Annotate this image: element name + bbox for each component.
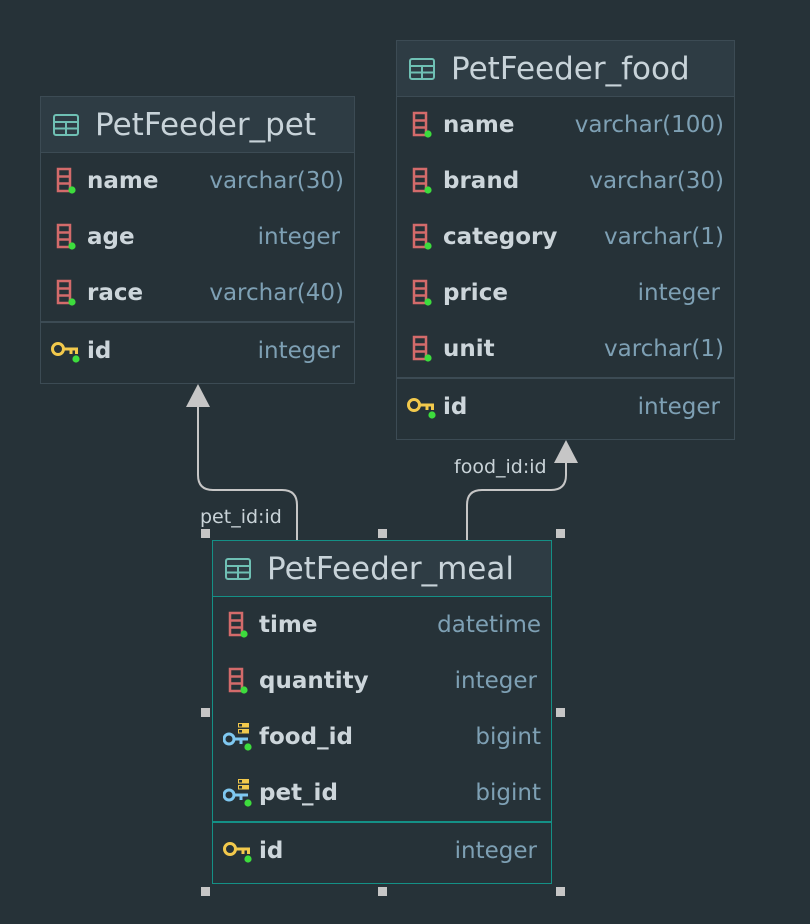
column-icon (407, 110, 437, 140)
column-icon (407, 334, 437, 364)
resize-handle-top-left[interactable] (201, 529, 210, 538)
column-name: unit (443, 336, 495, 362)
column-row[interactable]: quantity integer (213, 653, 551, 709)
column-name: race (87, 280, 144, 306)
table-header[interactable]: PetFeeder_meal (213, 541, 551, 597)
column-type: varchar(30) (209, 168, 344, 194)
primary-key-icon (407, 392, 437, 422)
resize-handle-bottom-right[interactable] (556, 887, 565, 896)
column-row[interactable]: unit varchar(1) (397, 321, 734, 377)
column-icon (223, 666, 253, 696)
table-petfeeder-pet[interactable]: PetFeeder_pet name varchar(30) age integ… (40, 96, 355, 384)
column-type: varchar(40) (209, 280, 344, 306)
column-icon (407, 166, 437, 196)
column-name: id (87, 338, 112, 364)
column-row[interactable]: price integer (397, 265, 734, 321)
column-type: varchar(1) (603, 336, 724, 362)
relation-label-pet: pet_id:id (200, 506, 282, 528)
table-petfeeder-meal[interactable]: PetFeeder_meal time datetime quantity in… (212, 540, 552, 884)
relation-pet-arrowhead (186, 384, 210, 407)
column-row[interactable]: time datetime (213, 597, 551, 653)
primary-key-row[interactable]: id integer (397, 379, 734, 435)
column-type: varchar(1) (603, 224, 724, 250)
foreign-key-icon (223, 778, 253, 808)
primary-key-row[interactable]: id integer (41, 323, 354, 379)
column-name: name (87, 168, 159, 194)
column-icon (51, 222, 81, 252)
table-title: PetFeeder_food (451, 50, 690, 87)
column-row[interactable]: age integer (41, 209, 354, 265)
keys-divider (41, 321, 354, 323)
foreign-key-row[interactable]: food_id bigint (213, 709, 551, 765)
resize-handle-top-right[interactable] (556, 529, 565, 538)
column-icon (407, 222, 437, 252)
column-type: integer (257, 224, 340, 250)
column-type: integer (637, 280, 720, 306)
foreign-key-icon (223, 722, 253, 752)
relation-food-arrowhead (554, 440, 578, 463)
relation-label-food: food_id:id (454, 456, 547, 478)
column-row[interactable]: race varchar(40) (41, 265, 354, 321)
table-title: PetFeeder_pet (95, 106, 316, 143)
relation-pet-link[interactable] (197, 405, 298, 540)
primary-key-icon (223, 836, 253, 866)
resize-handle-right[interactable] (556, 708, 565, 717)
resize-handle-top[interactable] (378, 529, 387, 538)
column-type: bigint (475, 780, 541, 806)
resize-handle-left[interactable] (201, 708, 210, 717)
column-row[interactable]: name varchar(30) (41, 153, 354, 209)
table-grid-icon (53, 113, 79, 136)
column-name: id (259, 838, 284, 864)
resize-handle-bottom[interactable] (378, 887, 387, 896)
column-name: price (443, 280, 508, 306)
column-name: id (443, 394, 468, 420)
column-name: quantity (259, 668, 369, 694)
keys-divider (213, 821, 551, 823)
column-icon (51, 278, 81, 308)
column-row[interactable]: category varchar(1) (397, 209, 734, 265)
column-name: time (259, 612, 318, 638)
column-icon (223, 610, 253, 640)
table-header[interactable]: PetFeeder_pet (41, 97, 354, 153)
column-icon (51, 166, 81, 196)
resize-handle-bottom-left[interactable] (201, 887, 210, 896)
column-name: age (87, 224, 135, 250)
primary-key-icon (51, 336, 81, 366)
table-grid-icon (225, 557, 251, 580)
column-row[interactable]: brand varchar(30) (397, 153, 734, 209)
column-type: varchar(100) (574, 112, 724, 138)
column-name: name (443, 112, 515, 138)
column-icon (407, 278, 437, 308)
keys-divider (397, 377, 734, 379)
table-grid-icon (409, 57, 435, 80)
column-name: pet_id (259, 780, 338, 806)
column-type: bigint (475, 724, 541, 750)
column-name: food_id (259, 724, 353, 750)
column-type: integer (257, 338, 340, 364)
column-name: category (443, 224, 558, 250)
column-type: datetime (437, 612, 541, 638)
column-name: brand (443, 168, 520, 194)
column-type: integer (637, 394, 720, 420)
column-type: integer (454, 668, 537, 694)
relation-food-link[interactable] (466, 462, 567, 540)
primary-key-row[interactable]: id integer (213, 823, 551, 879)
table-title: PetFeeder_meal (267, 550, 514, 587)
column-type: varchar(30) (589, 168, 724, 194)
table-petfeeder-food[interactable]: PetFeeder_food name varchar(100) brand v… (396, 40, 735, 440)
table-header[interactable]: PetFeeder_food (397, 41, 734, 97)
column-type: integer (454, 838, 537, 864)
column-row[interactable]: name varchar(100) (397, 97, 734, 153)
foreign-key-row[interactable]: pet_id bigint (213, 765, 551, 821)
